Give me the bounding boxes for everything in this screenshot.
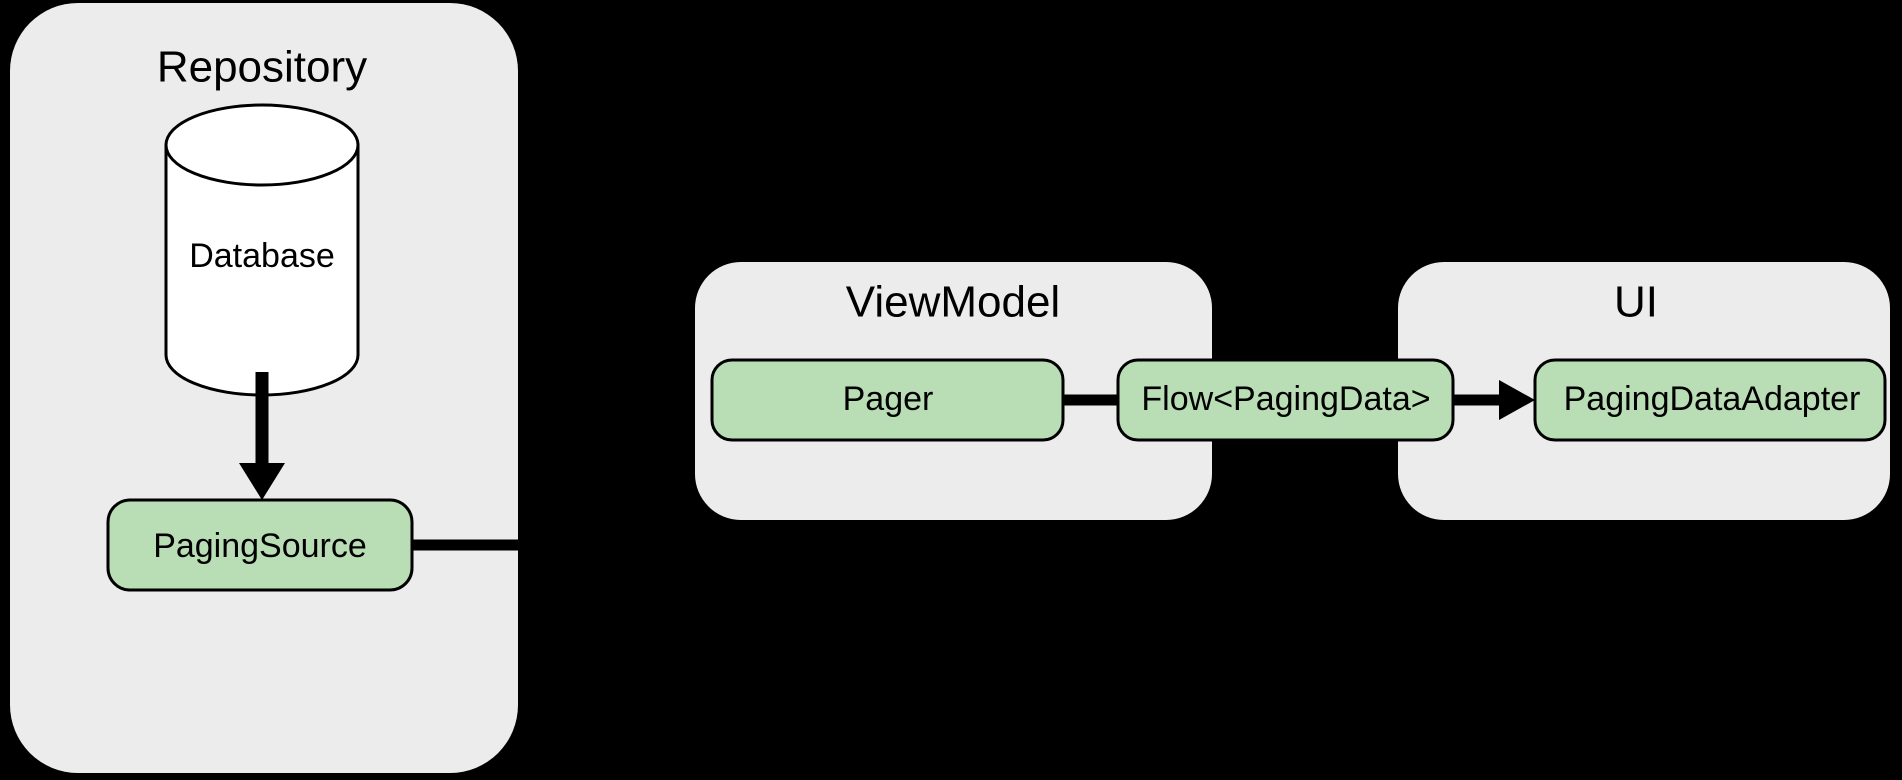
paging-source-node[interactable]: PagingSource <box>106 498 414 592</box>
database-node-label: Database <box>189 237 335 275</box>
group-repository[interactable]: Repository Database PagingSource <box>10 3 518 773</box>
paging-data-adapter-node[interactable]: PagingDataAdapter <box>1533 358 1887 442</box>
paging-data-adapter-node-label: PagingDataAdapter <box>1564 380 1861 418</box>
pager-node[interactable]: Pager <box>710 358 1065 442</box>
edge-paging-source-to-pager <box>412 380 592 551</box>
edge-flow-to-adapter <box>1453 380 1535 420</box>
viewmodel-group-label: ViewModel <box>846 278 1060 327</box>
arrowhead-right-icon-pager <box>556 380 592 420</box>
flow-paging-data-node[interactable]: Flow<PagingData> <box>1116 358 1455 442</box>
arrowhead-right-icon-adapter <box>1499 380 1535 420</box>
database-cylinder-top <box>164 103 360 187</box>
arrowhead-down-icon <box>239 463 285 500</box>
flow-paging-data-node-box <box>1116 358 1455 442</box>
group-viewmodel[interactable]: ViewModel Pager <box>695 262 1212 520</box>
pager-node-label: Pager <box>843 380 934 418</box>
repository-group-label: Repository <box>157 43 367 92</box>
group-ui[interactable]: UI PagingDataAdapter <box>1398 262 1890 520</box>
flow-paging-data-node-label: Flow<PagingData> <box>1141 380 1430 418</box>
ui-group-label: UI <box>1614 278 1658 327</box>
edge-database-to-paging-source-icon <box>239 372 285 500</box>
paging-source-node-label: PagingSource <box>153 527 367 565</box>
database-node[interactable]: Database <box>164 103 360 397</box>
